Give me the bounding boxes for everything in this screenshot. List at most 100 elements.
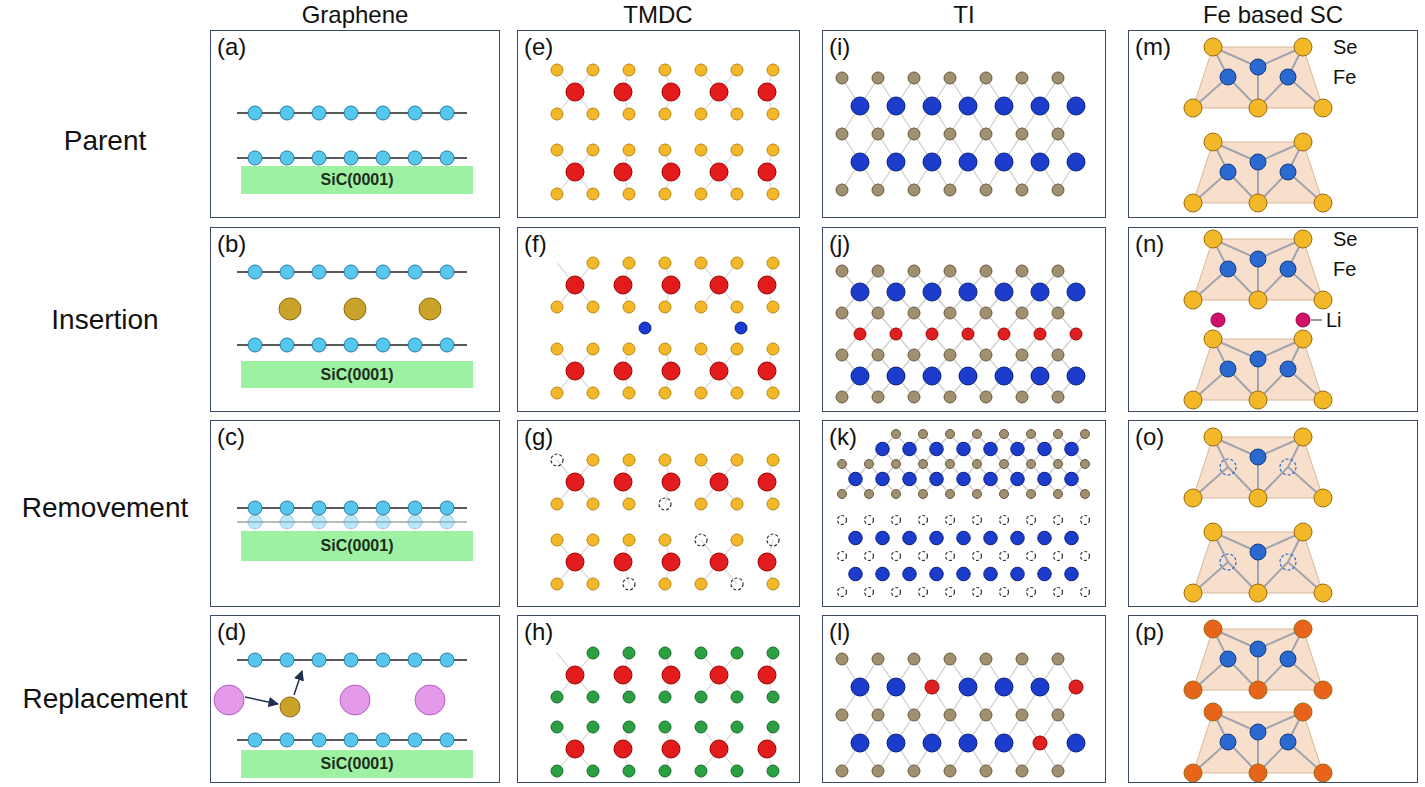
atom [551, 343, 563, 355]
faded-atom [280, 515, 294, 529]
atom [836, 128, 848, 140]
atom [587, 454, 599, 466]
atom [758, 83, 776, 101]
atom [623, 387, 635, 399]
atom [280, 265, 294, 279]
atom [440, 106, 454, 120]
atom [887, 734, 905, 752]
atom [408, 501, 422, 515]
faded-atom [248, 515, 262, 529]
atom [767, 387, 779, 399]
atom [551, 64, 563, 76]
atom [440, 733, 454, 747]
atom [980, 184, 992, 196]
panel-frame: (m) [1128, 30, 1418, 218]
panel-frame: (i) [822, 30, 1106, 218]
atom [962, 328, 974, 340]
atom [551, 534, 563, 546]
atom [836, 265, 848, 277]
faded-atom [376, 515, 390, 529]
atom [280, 697, 300, 717]
row-label: Insertion [51, 305, 158, 336]
atom [695, 765, 707, 777]
atom [1054, 490, 1063, 499]
atom [1065, 442, 1079, 456]
vacancy [919, 516, 928, 525]
vacancy [946, 552, 955, 561]
fese-layer [1184, 330, 1332, 409]
atom [944, 349, 956, 361]
panel-art [237, 501, 467, 529]
atom [614, 473, 632, 491]
atom [551, 721, 563, 733]
atom [1314, 489, 1332, 507]
atom [659, 765, 671, 777]
atom [710, 276, 728, 294]
atom [908, 391, 920, 403]
atom [767, 257, 779, 269]
atom [908, 765, 920, 777]
atom [944, 72, 956, 84]
fese-layer [1184, 523, 1332, 602]
vacancy [1054, 552, 1063, 561]
panel-frame: (c)SiC(0001) [210, 420, 500, 607]
atom [659, 188, 671, 200]
atom [623, 721, 635, 733]
row-label: Replacement [23, 684, 188, 715]
substrate-label: SiC(0001) [321, 366, 394, 384]
atom [662, 362, 680, 380]
atom-label: Se [1333, 36, 1357, 58]
atom [854, 328, 866, 340]
atom [903, 442, 917, 456]
panel-art [237, 265, 467, 352]
atom [662, 276, 680, 294]
atom [836, 653, 848, 665]
atom [1016, 765, 1028, 777]
atom [923, 367, 941, 385]
atom [919, 490, 928, 499]
atom [376, 653, 390, 667]
atom [1204, 428, 1222, 446]
faded-atom [408, 515, 422, 529]
atom [919, 430, 928, 439]
atom [767, 343, 779, 355]
atom [695, 343, 707, 355]
atom [1249, 194, 1267, 212]
atom [1220, 361, 1236, 377]
atom [623, 534, 635, 546]
atom [1067, 153, 1085, 171]
atom [836, 765, 848, 777]
atom [758, 362, 776, 380]
atom [695, 144, 707, 156]
atom [587, 691, 599, 703]
atom [923, 97, 941, 115]
atom [1204, 38, 1222, 56]
atom [1314, 291, 1332, 309]
atom [1038, 531, 1052, 545]
panel-letter: (l) [829, 619, 850, 645]
atom [1204, 703, 1222, 721]
vacancy [973, 552, 982, 561]
atom [695, 691, 707, 703]
arrow [245, 697, 278, 704]
atom [944, 128, 956, 140]
atom [440, 653, 454, 667]
column-header: Graphene [302, 2, 409, 28]
row-label: Parent [64, 126, 147, 157]
vacancy [695, 534, 707, 546]
panel-frame: (h) [517, 615, 800, 783]
atom [959, 367, 977, 385]
atom [984, 442, 998, 456]
atom [376, 501, 390, 515]
atom [1294, 230, 1312, 248]
vacancy [892, 516, 901, 525]
atom [1220, 69, 1236, 85]
atom [892, 490, 901, 499]
atom [731, 691, 743, 703]
atom [344, 653, 358, 667]
atom [587, 387, 599, 399]
atom [587, 498, 599, 510]
vacancy [659, 498, 671, 510]
atom [876, 531, 890, 545]
atom [587, 144, 599, 156]
